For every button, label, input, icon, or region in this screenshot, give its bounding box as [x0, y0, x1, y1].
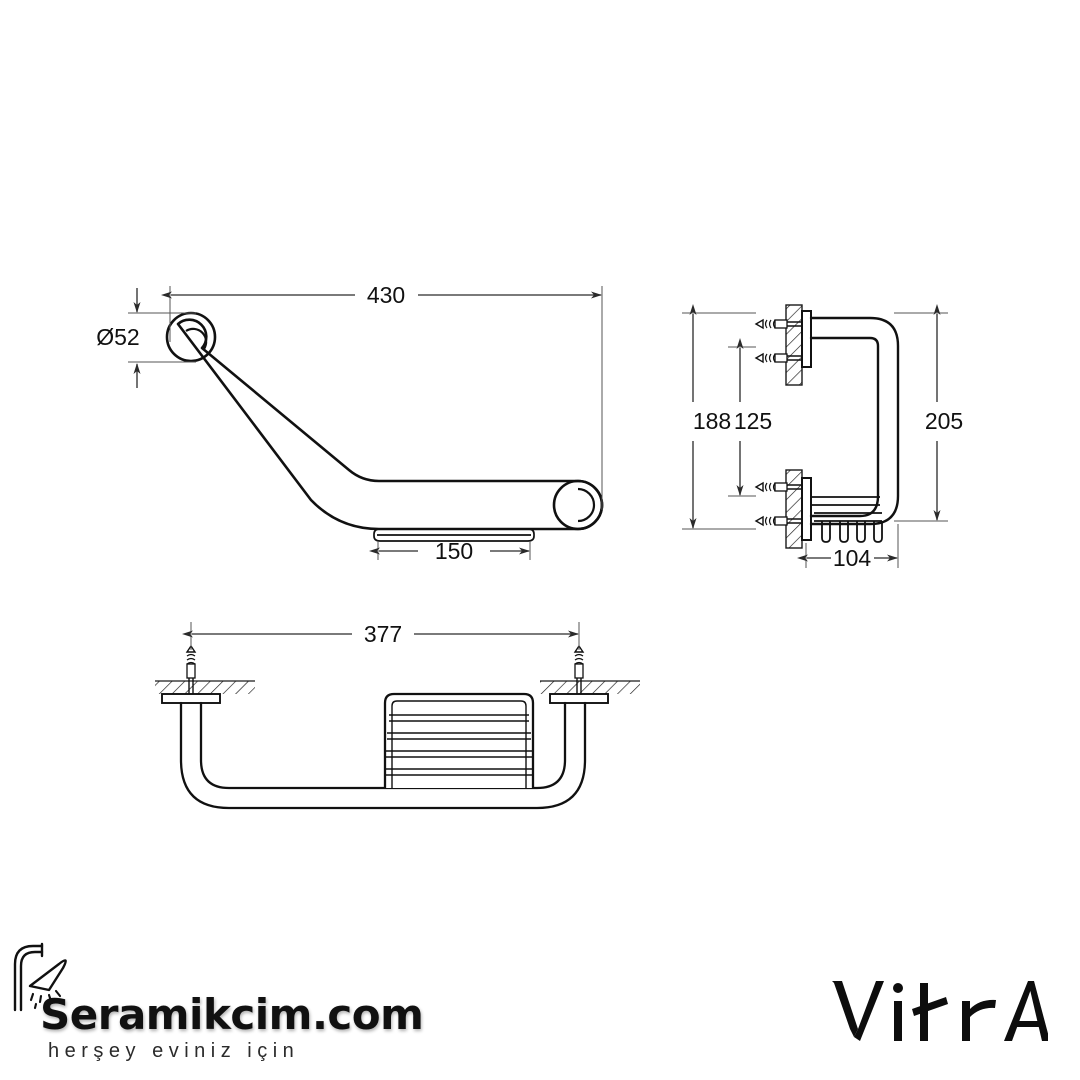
grab-bar-plan-outline	[179, 701, 587, 810]
wall-hatch-lower	[785, 469, 803, 549]
dimension-label-d52: Ø52	[96, 324, 139, 350]
basket-frame-plan-inner	[391, 700, 527, 788]
screw-lower-1	[754, 481, 802, 493]
dimension-label-188: 188	[693, 408, 731, 434]
basket-tine-1	[821, 521, 831, 543]
soap-basket-side	[811, 496, 883, 543]
basket-tine-2	[839, 521, 849, 543]
dimension-430: 430	[161, 282, 603, 510]
view-plan: 377	[155, 621, 640, 810]
plan-flange-right	[549, 693, 609, 704]
soap-basket-front	[373, 528, 535, 542]
view-front-elevation: 430 Ø52 150	[96, 282, 604, 564]
right-cap-inner-arc	[577, 487, 596, 523]
grab-bar-tube-profile	[176, 318, 604, 531]
wall-band-left	[155, 680, 255, 694]
screw-upper-2	[754, 352, 802, 364]
dimension-label-377: 377	[364, 621, 402, 647]
dimension-150: 150	[369, 538, 531, 564]
bar-plan-inner	[199, 701, 567, 790]
plan-mount-left	[161, 644, 221, 704]
wall-hatch-plan-right	[540, 681, 640, 694]
dimension-205: 205	[894, 304, 963, 522]
manufacturer-logo	[828, 975, 1048, 1047]
bar-side-inner	[809, 336, 880, 518]
dimension-label-205: 205	[925, 408, 963, 434]
dimension-104: 104	[797, 524, 899, 571]
soap-basket-plan	[383, 692, 535, 788]
water-droplets	[29, 989, 62, 1011]
wall-section-lower	[785, 469, 803, 549]
basket-bars-plan	[386, 714, 532, 776]
dimension-377: 377	[182, 621, 580, 650]
shower-head-icon	[13, 942, 67, 1012]
dimension-125: 125	[728, 338, 772, 497]
retailer-branding: Seramikcim.com herşey eviniz için	[8, 930, 428, 1075]
retailer-tagline: herşey eviniz için	[48, 1040, 300, 1062]
basket-tine-3	[856, 521, 866, 543]
basket-tine-4	[873, 521, 883, 543]
dimension-label-125: 125	[734, 408, 772, 434]
wall-hatch-upper	[785, 304, 803, 386]
wall-hatch-plan-left	[155, 681, 255, 694]
wall-section-upper	[785, 304, 803, 386]
screw-upper-1	[754, 318, 802, 330]
dimension-label-104: 104	[833, 545, 872, 571]
retailer-name: Seramikcim.com	[40, 990, 424, 1039]
wall-band-right	[540, 680, 640, 694]
left-cap-inner-arc	[185, 327, 208, 350]
basket-edge-upper	[373, 528, 535, 542]
screw-lower-2	[754, 515, 802, 527]
bar-plan-outer	[179, 701, 587, 810]
dimension-label-430: 430	[367, 282, 405, 308]
dimension-label-150: 150	[435, 538, 473, 564]
dimension-188: 188	[682, 304, 756, 530]
mount-plate-upper	[801, 310, 812, 368]
plan-flange-left	[161, 693, 221, 704]
dimension-diameter-52: Ø52	[96, 288, 196, 388]
view-side-elevation: 188 125 205 104	[682, 304, 963, 571]
basket-frame-plan	[383, 692, 535, 788]
vitra-wordmark	[832, 981, 1048, 1041]
mount-plate-lower	[801, 477, 812, 541]
